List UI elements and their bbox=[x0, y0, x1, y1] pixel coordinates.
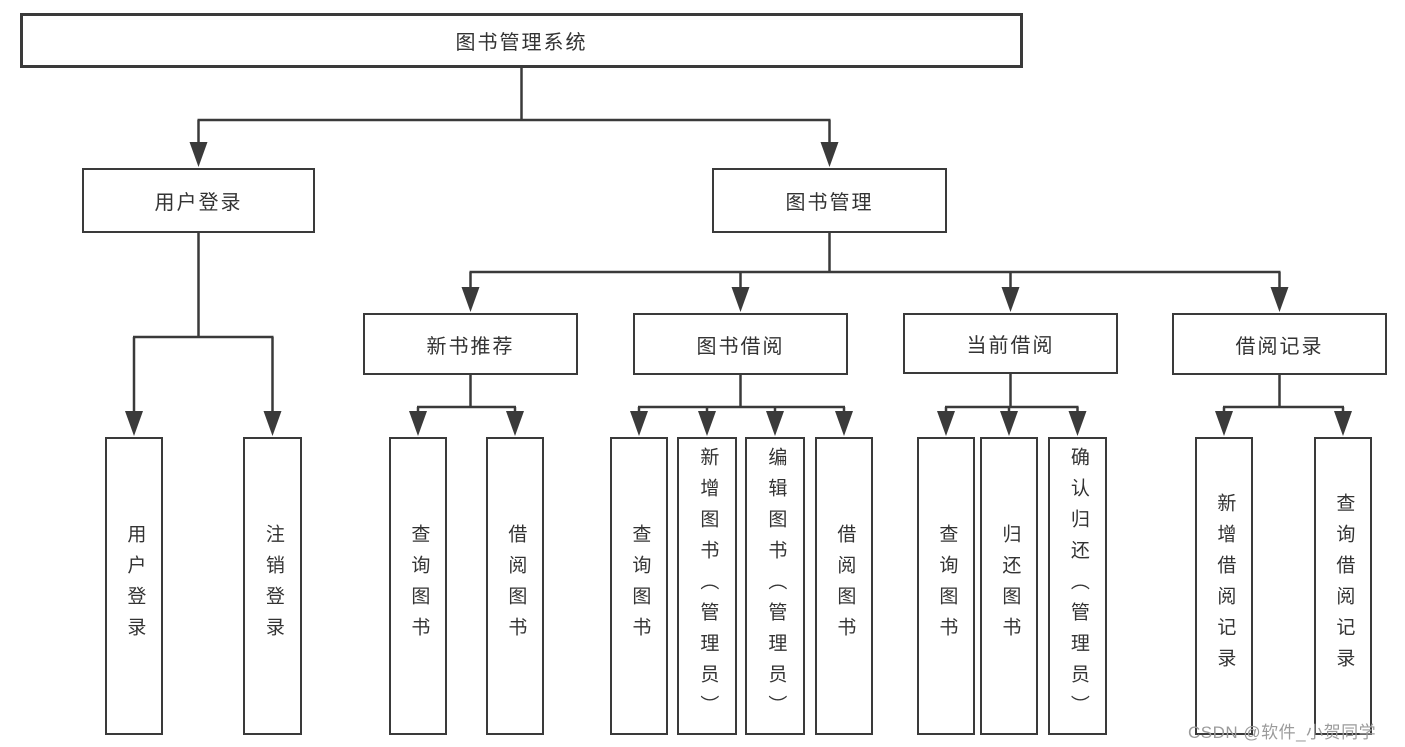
node-current-borrow: 当前借阅 bbox=[903, 313, 1118, 374]
node-label-book-borrow: 图书借阅 bbox=[696, 335, 785, 358]
node-leaf-nbr-borrow: 借阅图书 bbox=[486, 437, 544, 735]
node-leaf-cb-confirm: 确认归还（管理员） bbox=[1048, 437, 1107, 735]
node-leaf-br-query: 查询借阅记录 bbox=[1314, 437, 1372, 735]
node-label-leaf-nbr-query: 查询图书 bbox=[408, 524, 430, 648]
arrowhead-icon bbox=[263, 411, 282, 436]
node-leaf-logout: 注销登录 bbox=[243, 437, 302, 735]
node-leaf-nbr-query: 查询图书 bbox=[389, 437, 447, 735]
node-label-leaf-cb-confirm: 确认归还（管理员） bbox=[1067, 446, 1089, 726]
node-label-root: 图书管理系统 bbox=[455, 32, 588, 54]
node-leaf-bb-edit: 编辑图书（管理员） bbox=[745, 437, 805, 735]
arrowhead-icon bbox=[820, 142, 839, 167]
node-label-leaf-br-query: 查询借阅记录 bbox=[1333, 493, 1355, 679]
node-leaf-cb-return: 归还图书 bbox=[980, 437, 1038, 735]
node-label-current-borrow: 当前借阅 bbox=[966, 335, 1055, 357]
node-label-leaf-bb-query: 查询图书 bbox=[629, 524, 651, 648]
arrowhead-icon bbox=[461, 287, 480, 312]
node-label-leaf-cb-query: 查询图书 bbox=[936, 524, 958, 648]
node-label-user-login: 用户登录 bbox=[154, 192, 243, 214]
node-label-leaf-cb-return: 归还图书 bbox=[999, 524, 1021, 648]
arrowhead-icon bbox=[1334, 411, 1352, 436]
arrowhead-icon bbox=[125, 411, 143, 436]
node-borrow-records: 借阅记录 bbox=[1172, 313, 1387, 375]
node-book-mgmt: 图书管理 bbox=[712, 168, 947, 233]
node-label-borrow-records: 借阅记录 bbox=[1235, 335, 1324, 358]
node-leaf-cb-query: 查询图书 bbox=[917, 437, 975, 735]
arrowhead-icon bbox=[189, 142, 208, 167]
node-label-leaf-bb-add: 新增图书（管理员） bbox=[697, 446, 719, 726]
arrowhead-icon bbox=[409, 411, 427, 436]
node-root: 图书管理系统 bbox=[20, 13, 1023, 68]
watermark: CSDN @软件_小贺同学 bbox=[1188, 723, 1377, 742]
node-leaf-user-login: 用户登录 bbox=[105, 437, 163, 735]
node-leaf-bb-add: 新增图书（管理员） bbox=[677, 437, 737, 735]
node-leaf-bb-borrow: 借阅图书 bbox=[815, 437, 873, 735]
arrowhead-icon bbox=[835, 411, 853, 436]
node-label-leaf-user-login: 用户登录 bbox=[124, 524, 146, 648]
node-user-login: 用户登录 bbox=[82, 168, 315, 233]
node-label-book-mgmt: 图书管理 bbox=[785, 192, 874, 214]
node-leaf-br-add: 新增借阅记录 bbox=[1195, 437, 1253, 735]
arrowhead-icon bbox=[1000, 411, 1018, 436]
node-leaf-bb-query: 查询图书 bbox=[610, 437, 668, 735]
arrowhead-icon bbox=[731, 287, 750, 312]
arrowhead-icon bbox=[1001, 287, 1020, 312]
arrowhead-icon bbox=[937, 411, 955, 436]
node-label-leaf-bb-edit: 编辑图书（管理员） bbox=[765, 446, 787, 726]
arrowhead-icon bbox=[1068, 411, 1087, 436]
node-label-new-book-rec: 新书推荐 bbox=[426, 335, 515, 358]
node-new-book-rec: 新书推荐 bbox=[363, 313, 578, 375]
node-label-leaf-br-add: 新增借阅记录 bbox=[1214, 493, 1236, 679]
node-label-leaf-logout: 注销登录 bbox=[262, 524, 284, 648]
arrowhead-icon bbox=[1215, 411, 1233, 436]
node-label-leaf-bb-borrow: 借阅图书 bbox=[834, 524, 856, 648]
arrowhead-icon bbox=[506, 411, 524, 436]
node-book-borrow: 图书借阅 bbox=[633, 313, 848, 375]
arrowhead-icon bbox=[698, 411, 716, 436]
arrowhead-icon bbox=[630, 411, 648, 436]
arrowhead-icon bbox=[766, 411, 784, 436]
arrowhead-icon bbox=[1270, 287, 1289, 312]
node-label-leaf-nbr-borrow: 借阅图书 bbox=[505, 524, 527, 648]
